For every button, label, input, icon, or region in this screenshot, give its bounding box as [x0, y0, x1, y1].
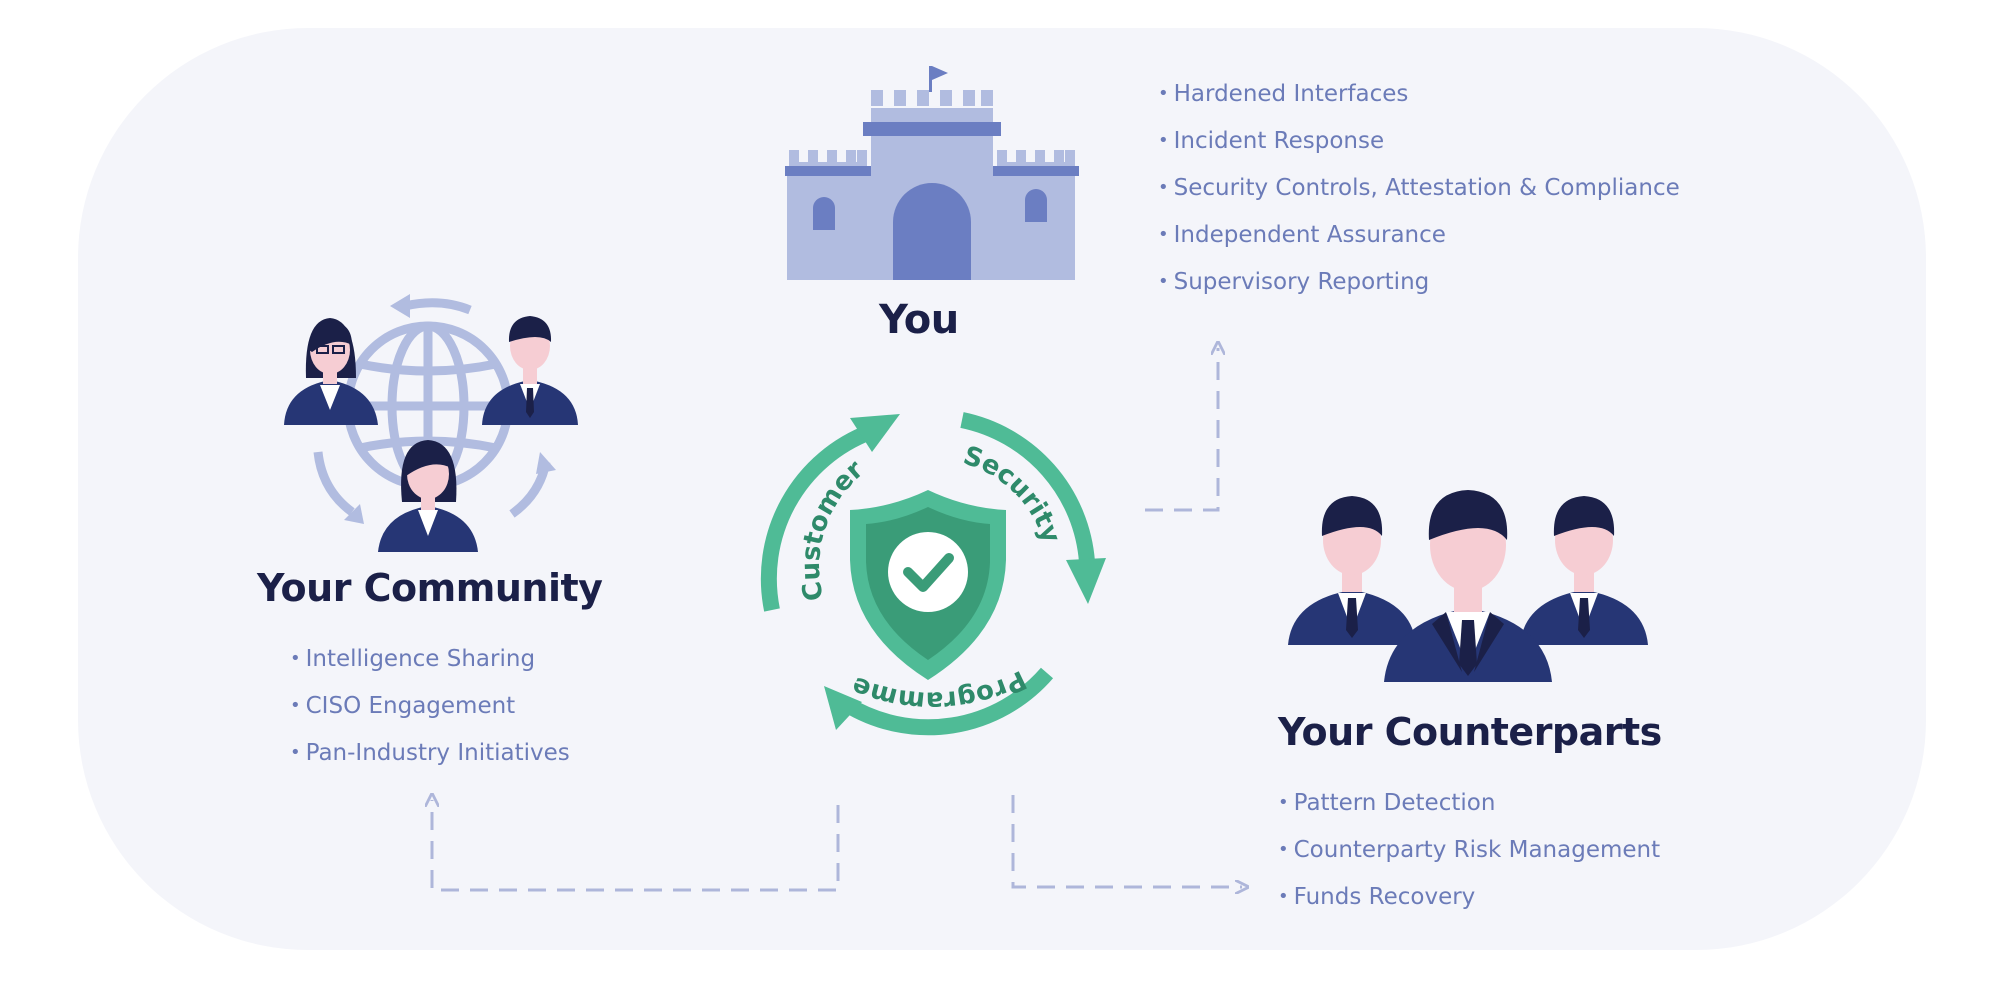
person-woman [378, 440, 478, 552]
list-item: •Incident Response [1158, 128, 1385, 154]
list-item: •Hardened Interfaces [1158, 81, 1409, 107]
list-item: •Supervisory Reporting [1158, 269, 1430, 295]
cycle-arrowheads [824, 414, 1106, 730]
shield-check-icon [850, 490, 1006, 680]
list-item: •Intelligence Sharing [290, 646, 536, 672]
list-item: •Counterparty Risk Management [1278, 837, 1661, 863]
businessman-right [1520, 496, 1648, 645]
connector-center-to-counterparts [1011, 795, 1242, 887]
cycle-arrows [760, 412, 1095, 736]
castle-icon [785, 66, 1079, 280]
list-item: •Funds Recovery [1278, 884, 1476, 910]
businessman-left [1288, 496, 1416, 645]
community-list: •Intelligence Sharing •CISO Engagement •… [290, 636, 570, 777]
you-list: •Hardened Interfaces •Incident Response … [1158, 71, 1680, 306]
list-item: •CISO Engagement [290, 693, 516, 719]
person-man [482, 316, 578, 425]
businessman-center [1384, 490, 1552, 682]
connectors [432, 348, 1242, 890]
heading-you: You [879, 297, 959, 343]
people-globe-icon [284, 294, 578, 552]
three-businessmen-icon [1288, 490, 1648, 682]
list-item: •Pattern Detection [1278, 790, 1496, 816]
connector-center-to-you [1145, 348, 1218, 512]
counterparts-list: •Pattern Detection •Counterparty Risk Ma… [1278, 780, 1660, 921]
heading-your-counterparts: Your Counterparts [1278, 710, 1662, 754]
heading-your-community: Your Community [257, 566, 603, 610]
list-item: •Security Controls, Attestation & Compli… [1158, 175, 1680, 201]
list-item: •Independent Assurance [1158, 222, 1446, 248]
list-item: •Pan-Industry Initiatives [290, 740, 570, 766]
person-woman-glasses [284, 318, 378, 425]
connector-center-to-community [432, 800, 840, 892]
